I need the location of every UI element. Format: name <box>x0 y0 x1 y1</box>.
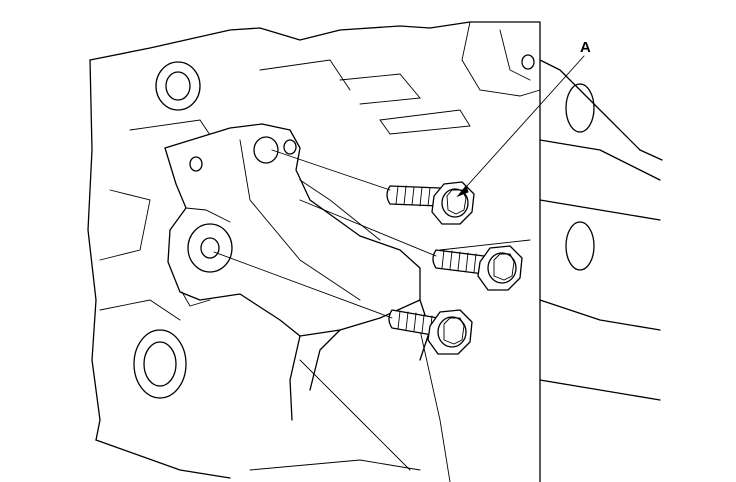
engine-boss-circles <box>133 54 595 399</box>
callout-a: A <box>456 39 591 198</box>
engine-block <box>87 21 663 482</box>
bolt-guide-lines <box>213 149 437 319</box>
bolt-middle <box>432 245 523 291</box>
mount-bracket <box>164 123 431 421</box>
bolt-lower <box>388 309 473 355</box>
callout-a-label: A <box>580 39 591 56</box>
bolt-upper <box>386 181 475 225</box>
